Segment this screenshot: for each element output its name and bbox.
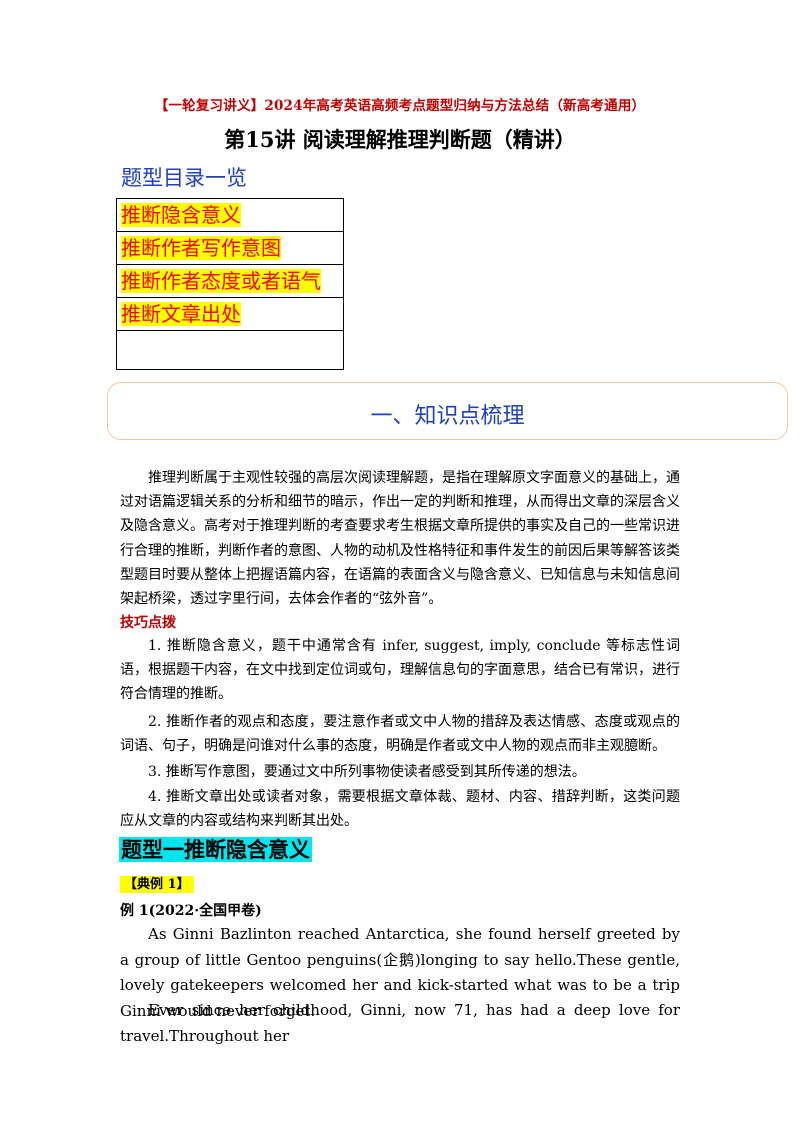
section-title: 一、知识点梳理 [370,404,525,429]
lecture-title: 第15讲 阅读理解推理判断题（精讲） [224,127,576,152]
example-badge: 【典例 1】 [120,873,194,893]
example-paragraph-1: As Ginni Bazlinton reached Antarctica, s… [120,925,680,1020]
toc-item[interactable]: 推断文章出处 [116,297,344,331]
tips-label: 技巧点拨 [120,615,176,631]
toc-item[interactable]: 推断作者态度或者语气 [116,264,344,298]
type-one-heading: 题型一推断隐含意义 [119,837,312,862]
example-paragraph-2: Ever since her childhood, Ginni, now 71,… [120,1001,680,1045]
toc-item[interactable]: 推断作者写作意图 [116,231,344,265]
toc-item[interactable]: 推断隐含意义 [116,198,344,232]
tip-item-3: 3. 推断写作意图，要通过文中所列事物使读者感受到其所传递的想法。 [148,764,586,780]
toc-heading: 题型目录一览 [121,166,247,190]
tip-item-1: 1. 推断隐含意义，题干中通常含有 infer, suggest, imply,… [120,638,680,703]
section-title-box [107,382,788,440]
series-title: 【一轮复习讲义】2024年高考英语高频考点题型归纳与方法总结（新高考通用） [154,98,646,114]
tip-item-2: 2. 推断作者的观点和态度，要注意作者或文中人物的措辞及表达情感、态度或观点的词… [120,714,680,755]
example-title: 例 1(2022·全国甲卷) [120,903,262,919]
toc-table: 推断隐含意义 推断作者写作意图 推断作者态度或者语气 推断文章出处 [116,198,344,370]
toc-item-empty [116,330,344,370]
intro-paragraph: 推理判断属于主观性较强的高层次阅读理解题，是指在理解原文字面意义的基础上，通过对… [120,470,680,608]
tip-item-4: 4. 推断文章出处或读者对象，需要根据文章体裁、题材、内容、措辞判断，这类问题应… [120,789,680,830]
